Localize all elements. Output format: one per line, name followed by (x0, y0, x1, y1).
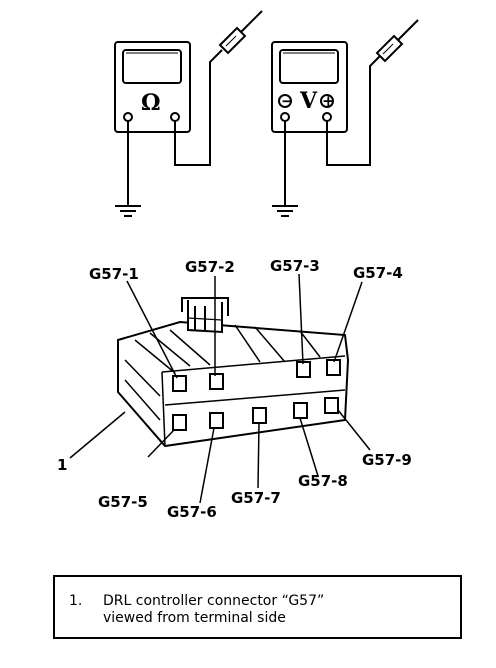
probe-icon (218, 10, 263, 55)
legend-text: DRL controller connector “G57” viewed fr… (103, 593, 324, 627)
terminal-label-g57-3: G57-3 (270, 257, 320, 275)
terminal-label-g57-1: G57-1 (89, 265, 139, 283)
terminal-label-g57-8: G57-8 (298, 472, 348, 490)
connector-latch (181, 297, 229, 334)
terminal-label-g57-7: G57-7 (231, 489, 281, 507)
ohmmeter-probe-lead (174, 49, 223, 166)
minus-sign: − (281, 92, 294, 110)
volt-symbol: V (299, 88, 318, 114)
terminal-cavity (324, 397, 339, 414)
legend-text-line1: DRL controller connector “G57” (103, 593, 325, 609)
terminal-cavity (209, 412, 224, 429)
legend-box: 1. DRL controller connector “G57” viewed… (53, 575, 462, 639)
terminal-label-g57-5: G57-5 (98, 493, 148, 511)
voltmeter (271, 41, 348, 133)
terminal-cavity (172, 375, 187, 392)
terminal-label-g57-6: G57-6 (167, 503, 217, 521)
terminal-cavity (209, 373, 224, 390)
terminal-cavity (172, 414, 187, 431)
ohmmeter (114, 41, 191, 133)
terminal-cavities-bottom (172, 397, 339, 431)
ohm-symbol: Ω (141, 90, 161, 116)
voltmeter-probe-lead (326, 55, 381, 166)
ground-icon (272, 205, 298, 217)
ground-icon (115, 205, 141, 217)
terminal-cavity (296, 361, 311, 378)
leader-lines (69, 273, 371, 504)
terminal-cavity (293, 402, 308, 419)
terminal-label-g57-2: G57-2 (185, 258, 235, 276)
plus-sign: + (322, 92, 335, 110)
legend-text-line2: viewed from terminal side (103, 610, 286, 626)
connector-body (117, 320, 350, 448)
probe-icon (375, 19, 419, 63)
connector-callout: 1 (57, 456, 67, 474)
terminal-label-g57-9: G57-9 (362, 451, 412, 469)
terminal-cavity (252, 407, 267, 424)
legend-number: 1. (69, 593, 83, 609)
terminal-label-g57-4: G57-4 (353, 264, 403, 282)
terminal-cavity (326, 359, 341, 376)
